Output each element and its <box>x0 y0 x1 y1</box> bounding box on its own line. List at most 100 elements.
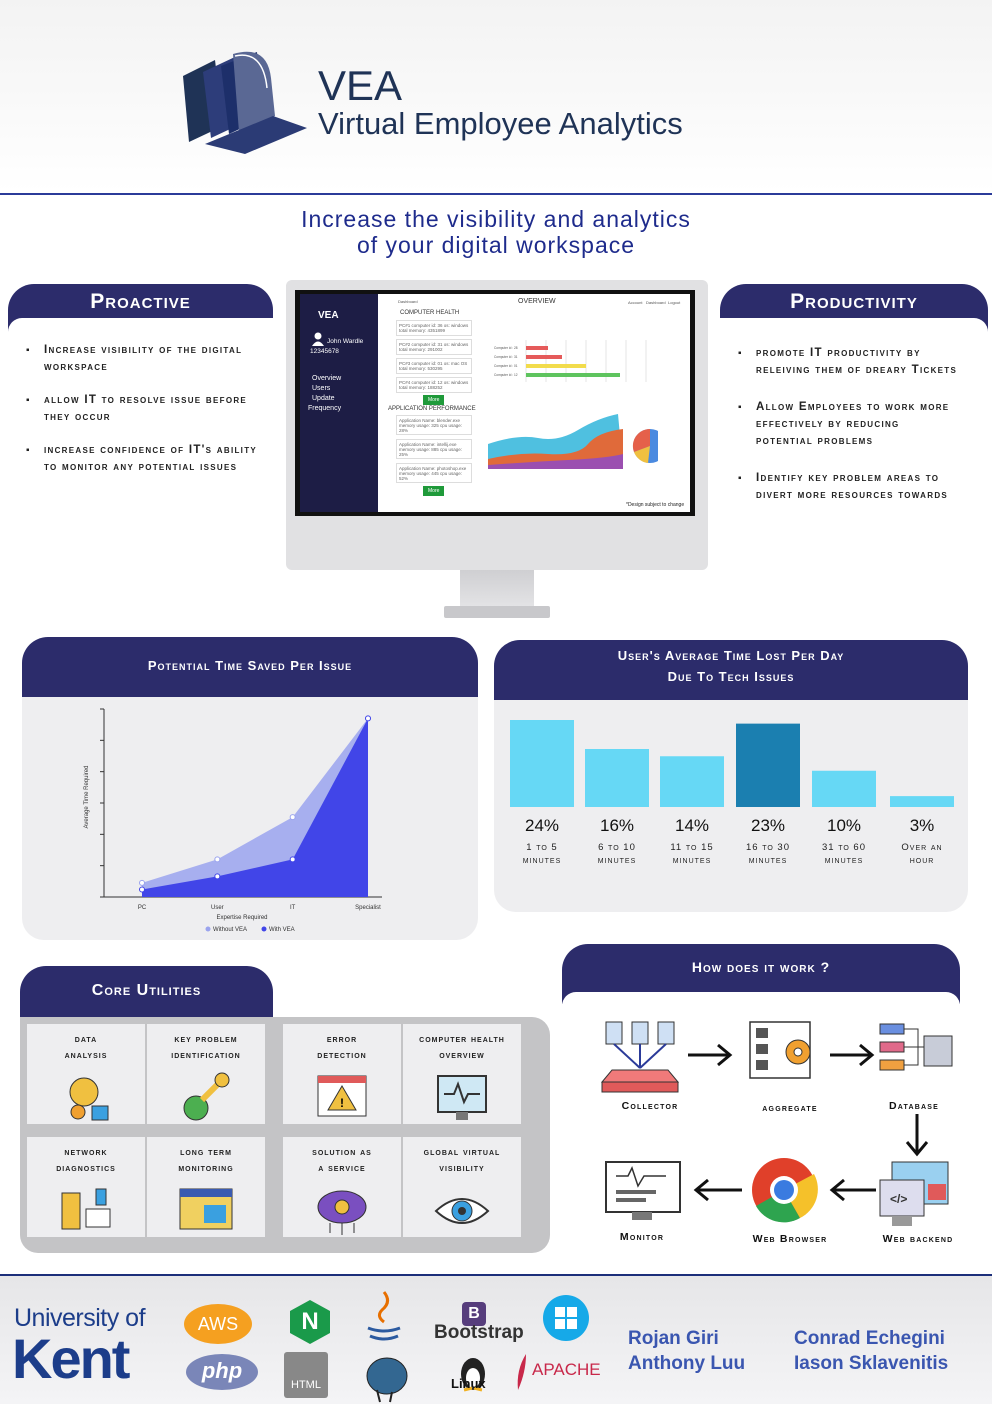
legend-swatch <box>261 926 267 932</box>
mini-bar-label: Computer id : 31 <box>494 355 518 359</box>
web-browser-icon <box>752 1158 818 1223</box>
legend-label: With VEA <box>269 927 295 933</box>
warning-window-icon: ! <box>317 1075 367 1117</box>
laptop-logo-icon <box>183 51 307 154</box>
tagline-line1: Increase the visibility and analytics <box>301 206 691 232</box>
dashboard-user-name: John Wardle <box>327 338 364 345</box>
aws-logo: AWS <box>184 1304 252 1344</box>
dashboard-mini-charts: Computer id : 28 Computer id : 31 Comput… <box>488 340 658 469</box>
x-tick-label: IT <box>290 905 296 911</box>
core-tile-label: monitoring <box>178 1163 234 1174</box>
mini-bar <box>526 346 548 350</box>
step-web-browser-label: Web Browser <box>752 1233 828 1245</box>
core-tile-label: solution as <box>312 1147 372 1158</box>
health-more-button[interactable]: More <box>423 395 445 405</box>
university-line1: University of <box>14 1304 146 1332</box>
html-logo: HTML <box>284 1352 328 1398</box>
server-network-icon <box>61 1188 111 1230</box>
mini-pie-slice <box>632 428 650 452</box>
productivity-bullet: Allow Employees to work more effectively… <box>736 399 961 450</box>
svg-text:</>: </> <box>890 1192 907 1206</box>
cloud-gear-icon <box>317 1190 367 1235</box>
bar-category-label: hour <box>910 855 935 866</box>
nav-overview[interactable]: Overview <box>312 375 342 382</box>
core-tile-label: visibility <box>439 1163 485 1174</box>
mini-bar-label: Computer id : 12 <box>494 373 518 377</box>
data-point <box>139 879 145 886</box>
php-logo: php <box>186 1354 258 1390</box>
monitor-base <box>444 606 550 618</box>
dashboard-main: Dashboard OVERVIEW Account Dashboard Log… <box>378 294 690 512</box>
proactive-bullet: increase confidence of IT's ability to m… <box>24 442 264 476</box>
core-tile-label: identification <box>171 1050 241 1061</box>
apache-feather-icon <box>517 1354 526 1390</box>
svg-text:!: ! <box>340 1096 345 1110</box>
dash-top-link[interactable]: Dashboard <box>398 299 418 304</box>
mini-bar <box>526 373 620 377</box>
user-icon <box>312 332 324 346</box>
x-axis-label: Expertise Required <box>216 915 267 921</box>
author-name: Iason Sklavenitis <box>794 1353 949 1374</box>
nav-frequency[interactable]: Frequency <box>308 405 342 412</box>
time-lost-title-line2: Due To Tech Issues <box>667 669 795 684</box>
productivity-bullet: Identify key problem areas to divert mor… <box>736 470 961 504</box>
proactive-tab-curve <box>8 318 273 332</box>
bar-category-label: 6 to 10 <box>598 842 636 853</box>
productivity-bullet: promote IT productivity by releiving the… <box>736 345 961 379</box>
arrow-right-icon <box>688 1043 733 1067</box>
dash-top-account[interactable]: Account <box>628 300 643 305</box>
windows-logo-icon <box>543 1295 589 1341</box>
web-backend-icon: </> <box>879 1161 949 1226</box>
data-point <box>139 886 145 893</box>
footer: University of Kent AWS php N HTML B Boot… <box>0 1274 992 1404</box>
productivity-list: promote IT productivity by releiving the… <box>736 345 961 520</box>
bar-value-label: 24% <box>525 816 559 835</box>
x-tick-label: PC <box>138 905 147 911</box>
nav-update[interactable]: Update <box>312 395 335 402</box>
bar-category-label: minutes <box>673 855 712 866</box>
productivity-tab-curve <box>720 318 988 332</box>
app-more-button[interactable]: More <box>423 486 445 496</box>
monitor-stand <box>460 570 534 610</box>
core-tile-label: data <box>74 1034 98 1045</box>
data-point <box>365 715 371 722</box>
bar <box>812 770 876 807</box>
core-tile-label: diagnostics <box>56 1163 116 1174</box>
university-line2: Kent <box>12 1327 130 1390</box>
author-name: Conrad Echegini <box>794 1328 945 1349</box>
core-tile-label: detection <box>317 1050 367 1061</box>
arrow-left-icon <box>829 1178 876 1202</box>
core-tile-label: key problem <box>174 1034 238 1045</box>
bar-category-label: 16 to 30 <box>746 842 790 853</box>
bootstrap-icon: B <box>462 1302 486 1326</box>
eye-circuit-icon <box>434 1198 490 1224</box>
mini-bar <box>526 355 562 359</box>
arrow-right-icon <box>830 1043 875 1067</box>
core-tile-key-gear: key problem identification <box>147 1024 265 1124</box>
bar-category-label: Over an <box>901 842 942 853</box>
authors-left: Rojan Giri Anthony Luu <box>628 1326 745 1376</box>
core-tile-label: a service <box>318 1163 366 1174</box>
dash-top-logout[interactable]: Logout <box>668 300 681 305</box>
bar <box>890 796 954 807</box>
health-item: PC#1 computer id: 36 os: windows total m… <box>396 320 472 336</box>
core-title: Core Utilities <box>20 966 273 1018</box>
nginx-logo: N <box>290 1300 330 1344</box>
java-logo-icon <box>367 1291 401 1341</box>
nav-users[interactable]: Users <box>312 385 331 392</box>
core-tile-label: error <box>326 1034 358 1045</box>
collector-icon <box>600 1021 680 1093</box>
postgresql-logo-icon <box>366 1357 408 1403</box>
dash-top-dashboard[interactable]: Dashboard <box>646 300 666 305</box>
health-item: PC#4 computer id: 12 os: windows total m… <box>396 377 472 393</box>
proactive-bullet: allow IT to resolve issue before they oc… <box>24 392 264 426</box>
authors-right: Conrad Echegini Iason Sklavenitis <box>794 1326 948 1376</box>
dashboard-sidebar: VEA John Wardle 12345678 Overview Users … <box>300 294 378 512</box>
aggregate-icon <box>749 1021 811 1079</box>
mini-bar-label: Computer id : 01 <box>494 364 518 368</box>
arrow-down-icon <box>905 1114 929 1157</box>
legend-label: Without VEA <box>213 927 247 933</box>
